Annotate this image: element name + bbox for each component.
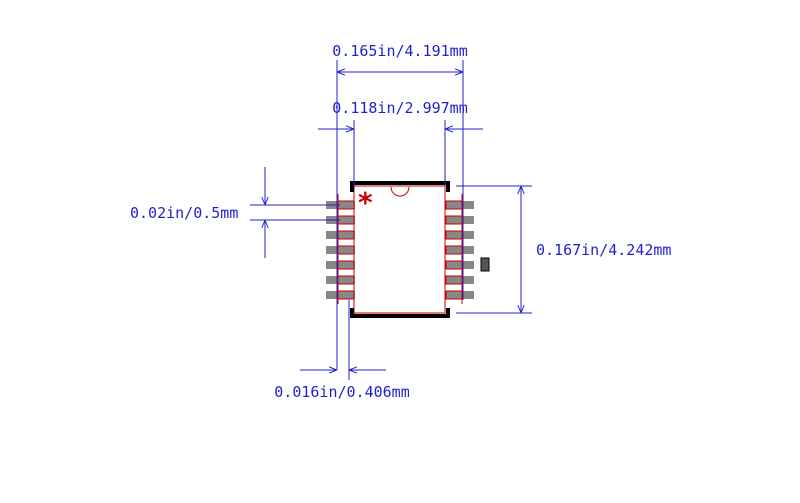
right-pad-group [445,201,474,299]
pad-left-6 [326,276,355,284]
silkscreen-outline [350,181,450,318]
pad-left-1 [326,201,355,209]
pad-right-10 [445,231,474,239]
pad-width-label: 0.016in/0.406mm [274,383,409,401]
pad-left-7 [326,291,355,299]
pad-right-14 [445,291,474,299]
body-width-label: 0.118in/2.997mm [332,99,467,117]
thermal-pad [480,257,490,272]
pitch-label: 0.02in/0.5mm [130,204,238,222]
pad-right-13 [445,276,474,284]
pin1-notch [390,186,410,197]
left-pad-group [326,201,355,299]
dimension-lines [250,60,532,380]
pad-left-5 [326,261,355,269]
pad-right-12 [445,261,474,269]
pad-left-2 [326,216,355,224]
pin1-marker: * [358,186,373,219]
pad-right-9 [445,216,474,224]
overall-width-label: 0.165in/4.191mm [332,42,467,60]
pad-right-8 [445,201,474,209]
pad-left-3 [326,231,355,239]
pad-right-11 [445,246,474,254]
assembly-body-outline [353,185,446,314]
body-height-label: 0.167in/4.242mm [536,241,671,259]
pad-left-4 [326,246,355,254]
lead-outlines [337,200,463,300]
